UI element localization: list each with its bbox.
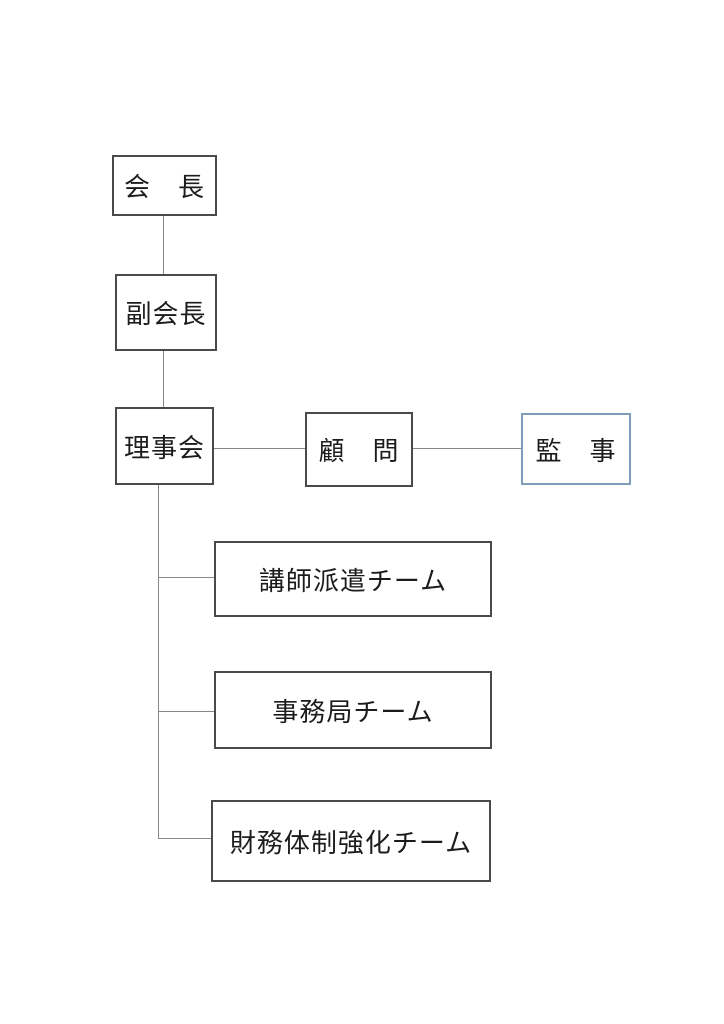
connector-branch-team-secretariat (159, 711, 214, 712)
node-board-of-directors-label: 理事会 (123, 433, 205, 464)
node-auditor: 監 事 (521, 413, 631, 485)
node-team-financial-strengthening-label: 財務体制強化チーム (229, 828, 473, 859)
node-team-secretariat-label: 事務局チーム (272, 697, 434, 728)
node-chairman: 会 長 (112, 155, 217, 216)
node-chairman-label: 会 長 (123, 173, 205, 203)
node-team-secretariat: 事務局チーム (214, 671, 492, 749)
node-auditor-label: 監 事 (535, 436, 617, 467)
connector-board-advisor (214, 448, 305, 449)
node-team-financial-strengthening: 財務体制強化チーム (211, 800, 491, 882)
connector-branch-team-finance (159, 838, 211, 839)
connector-advisor-auditor (413, 448, 521, 449)
connector-board-teams-trunk (158, 485, 159, 839)
node-vice-chairman: 副会長 (115, 274, 217, 351)
node-board-of-directors: 理事会 (115, 407, 214, 485)
connector-branch-team-lecturer (159, 577, 214, 578)
node-team-lecturer-dispatch: 講師派遣チーム (214, 541, 492, 617)
connector-chairman-vice-chairman (163, 216, 164, 274)
node-advisor: 顧 問 (305, 412, 413, 487)
node-advisor-label: 顧 問 (318, 437, 400, 467)
node-vice-chairman-label: 副会長 (125, 300, 207, 330)
node-team-lecturer-dispatch-label: 講師派遣チーム (258, 566, 448, 597)
connector-vice-chairman-board (163, 351, 164, 407)
